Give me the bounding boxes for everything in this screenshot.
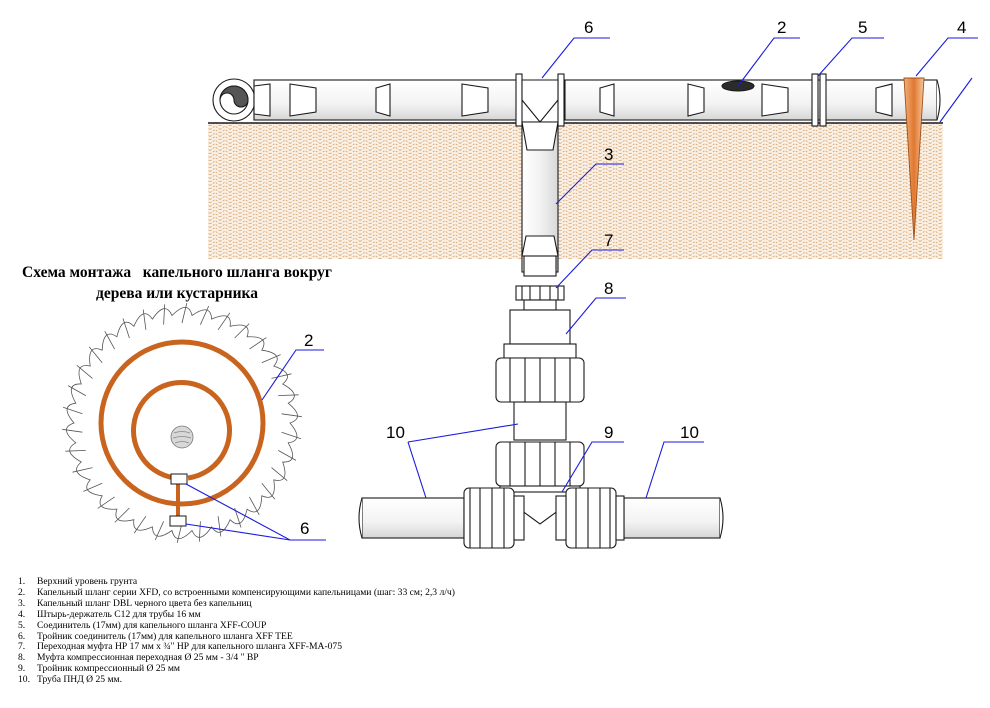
soil-section: [208, 123, 943, 259]
title-line-1: Схема монтажа капельного шланга вокруг: [22, 264, 332, 281]
legend-item: 4. Штырь-держатель С12 для трубы 16 мм: [18, 608, 455, 621]
legend-item-text: Переходная муфта НР 17 мм х ¾" НР для ка…: [37, 641, 343, 653]
legend-item-number: 1.: [18, 576, 26, 587]
legend-list: 1. Верхний уровень грунта 2. Капельный шлан…: [18, 576, 455, 686]
legend-item: 1. Верхний уровень грунта: [18, 576, 455, 588]
callout-2-tree: 2: [304, 331, 313, 350]
legend-item-number: 4.: [18, 608, 26, 620]
tee-6-top: [521, 79, 559, 123]
adapter-7: [515, 285, 565, 311]
legend-item: 3. Капельный шланг DBL черного цвета без …: [18, 597, 455, 610]
legend-item-text: Муфта компрессионная переходная Ø 25 мм …: [37, 652, 259, 664]
riser-hose-3: [521, 121, 559, 277]
coupling-8: [495, 309, 585, 441]
legend-item-text: Капельный шланг серии XFD, со встроенным…: [37, 586, 455, 598]
callout-5-top: 5: [858, 18, 867, 37]
legend-item-text: Соединитель (17мм) для капельного шланга…: [37, 619, 267, 631]
surface-drip-line: [212, 73, 941, 127]
callout-2-top: 2: [777, 18, 786, 37]
legend-item-number: 9.: [18, 663, 26, 675]
legend-item-text: Штырь-держатель С12 для трубы 16 мм: [37, 608, 201, 620]
legend-item-number: 6.: [18, 630, 26, 642]
legend-item: 2. Капельный шланг серии XFD, со встроенн…: [18, 586, 455, 599]
legend-item: 9. Тройник компрессионный Ø 25 мм: [18, 663, 455, 675]
legend-item-number: 2.: [18, 586, 26, 598]
tree-trunk: [170, 425, 194, 449]
legend-item-text: Верхний уровень грунта: [37, 576, 138, 587]
callout-lines: [185, 37, 978, 541]
legend-item-text: Тройник соединитель (17мм) для капельног…: [37, 630, 293, 642]
title-line-2: дерева или кустарника: [96, 285, 258, 302]
outer-drip-ring: [98, 339, 266, 507]
legend-item-number: 3.: [18, 597, 26, 609]
legend-item-text: Тройник компрессионный Ø 25 мм: [37, 663, 180, 675]
callout-numbers: 6 2 5 4 3 7 8 10 9 10 2 6: [300, 18, 966, 538]
legend-item-text: Труба ПНД Ø 25 мм.: [37, 674, 123, 686]
diagram-title: Схема монтажа капельного шланга вокруг д…: [12, 262, 342, 304]
legend-item-number: 5.: [18, 619, 26, 631]
callout-8: 8: [604, 279, 613, 298]
legend-item: 7. Переходная муфта НР 17 мм х ¾" НР для …: [18, 641, 455, 653]
legend-item-text: Капельный шланг DBL черного цвета без ка…: [37, 597, 252, 609]
legend-item-number: 8.: [18, 652, 26, 664]
legend-item-number: 7.: [18, 641, 26, 653]
callout-4-top: 4: [957, 18, 966, 37]
pe-pipe-10: [358, 487, 724, 549]
callout-7: 7: [604, 231, 613, 250]
legend-item-number: 10.: [18, 674, 30, 686]
compression-tee-9: [495, 441, 585, 525]
tree-canopy: [62, 303, 302, 543]
tree-plan-view: [62, 303, 302, 543]
legend-item: 5. Соединитель (17мм) для капельного шлан…: [18, 619, 455, 632]
stake-4: [903, 77, 925, 241]
legend-item: 6. Тройник соединитель (17мм) для капельн…: [18, 630, 455, 643]
callout-6-top: 6: [584, 18, 593, 37]
tee-6-outer: [169, 515, 187, 527]
callout-6-tree: 6: [300, 519, 309, 538]
tee-6-inner: [170, 473, 188, 485]
inner-drip-ring: [131, 379, 232, 481]
callout-10-right: 10: [680, 423, 699, 442]
callout-3: 3: [604, 145, 613, 164]
callout-10-left: 10: [386, 423, 405, 442]
callout-9: 9: [604, 423, 613, 442]
connector-5: [811, 73, 819, 127]
legend-item: 10. Труба ПНД Ø 25 мм.: [18, 674, 455, 686]
legend-item: 8. Муфта компрессионная переходная Ø 25 м…: [18, 652, 455, 664]
